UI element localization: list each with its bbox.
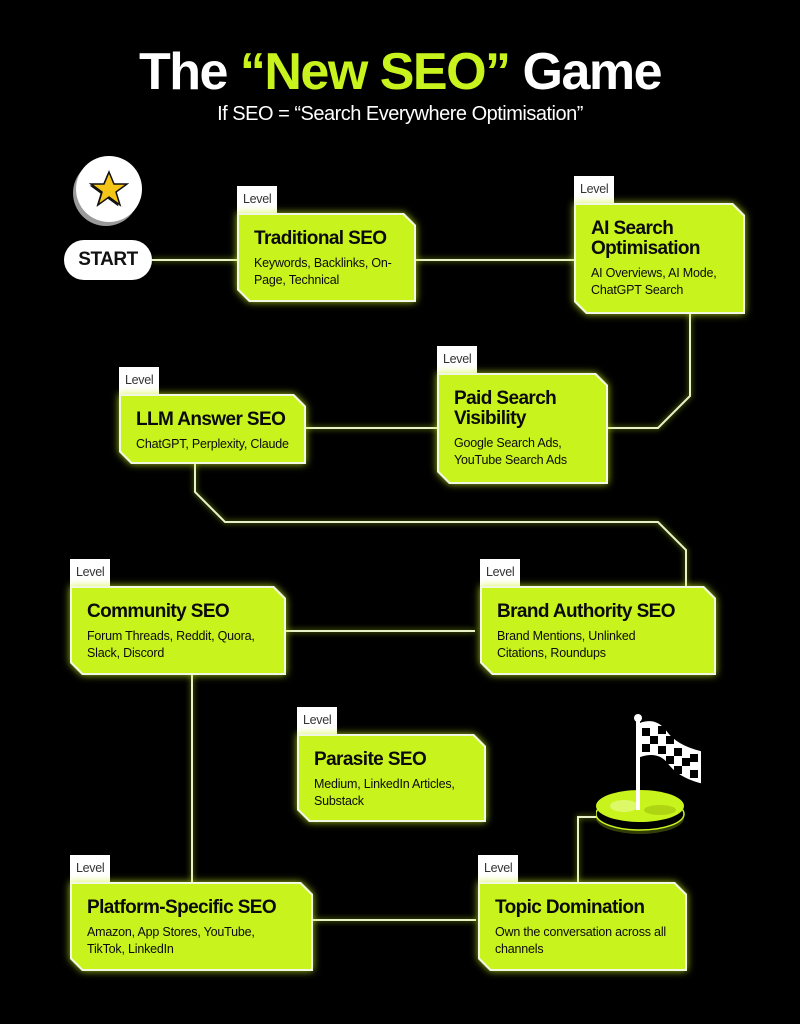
level-description: Own the conversation across all channels bbox=[495, 925, 666, 956]
level-description: Google Search Ads, YouTube Search Ads bbox=[454, 436, 567, 467]
star-badge bbox=[76, 156, 142, 222]
level-card[interactable]: Community SEO Forum Threads, Reddit, Quo… bbox=[70, 586, 286, 675]
level-description: Brand Mentions, Unlinked Citations, Roun… bbox=[497, 629, 636, 660]
level-card[interactable]: Parasite SEO Medium, LinkedIn Articles, … bbox=[297, 734, 486, 822]
connector-level2-to-level3 bbox=[607, 313, 691, 429]
level-tag: Level 7 bbox=[297, 707, 338, 754]
page-subtitle: If SEO = “Search Everywhere Optimisation… bbox=[217, 103, 583, 125]
level-title: Community SEO bbox=[87, 601, 230, 622]
title-prefix: The bbox=[138, 43, 228, 101]
level-description: Keywords, Backlinks, On-Page, Technical bbox=[254, 256, 392, 287]
level-description: ChatGPT, Perplexity, Claude bbox=[136, 437, 289, 451]
page-title: The “New SEO” Game bbox=[0, 42, 800, 102]
level-title: Parasite SEO bbox=[314, 749, 427, 770]
connector-level4-to-level5 bbox=[194, 464, 687, 586]
level-tag: Level 3 bbox=[437, 346, 478, 393]
start-button[interactable]: START bbox=[64, 240, 152, 280]
level-card[interactable]: AI Search Optimisation AI Overviews, AI … bbox=[574, 203, 745, 314]
level-card[interactable]: Topic Domination Own the conversation ac… bbox=[478, 882, 687, 971]
level-card[interactable]: LLM Answer SEO ChatGPT, Perplexity, Clau… bbox=[119, 394, 306, 464]
level-description: Medium, LinkedIn Articles, Substack bbox=[314, 777, 455, 808]
level-card[interactable]: Paid Search Visibility Google Search Ads… bbox=[437, 373, 608, 484]
level-description: Forum Threads, Reddit, Quora, Slack, Dis… bbox=[87, 629, 255, 660]
level-card[interactable]: Brand Authority SEO Brand Mentions, Unli… bbox=[480, 586, 716, 675]
level-card[interactable]: Platform-Specific SEO Amazon, App Stores… bbox=[70, 882, 313, 971]
level-tag: Level 4 bbox=[119, 367, 160, 414]
level-title: AI Search Optimisation bbox=[591, 218, 700, 259]
level-description: Amazon, App Stores, YouTube, TikTok, Lin… bbox=[87, 925, 255, 956]
level-tag: Level 9 bbox=[478, 855, 519, 902]
star-icon bbox=[89, 170, 129, 207]
level-title: Brand Authority SEO bbox=[497, 601, 675, 622]
level-tag: Level 6 bbox=[70, 559, 111, 606]
level-tag: Level 1 bbox=[237, 186, 278, 233]
level-title: Platform-Specific SEO bbox=[87, 897, 277, 918]
level-tag: Level 5 bbox=[480, 559, 521, 606]
level-description: AI Overviews, AI Mode, ChatGPT Search bbox=[591, 266, 717, 297]
level-tag: Level 8 bbox=[70, 855, 111, 902]
title-suffix: Game bbox=[522, 43, 663, 101]
level-title: LLM Answer SEO bbox=[136, 409, 286, 430]
checkered-flag-icon bbox=[596, 714, 701, 834]
level-tag: Level 2 bbox=[574, 176, 615, 223]
level-card[interactable]: Traditional SEO Keywords, Backlinks, On-… bbox=[237, 213, 416, 302]
level-title: Topic Domination bbox=[495, 897, 645, 918]
level-title: Paid Search Visibility bbox=[454, 388, 557, 429]
level-title: Traditional SEO bbox=[254, 228, 387, 249]
title-accent: “New SEO” bbox=[239, 43, 511, 101]
